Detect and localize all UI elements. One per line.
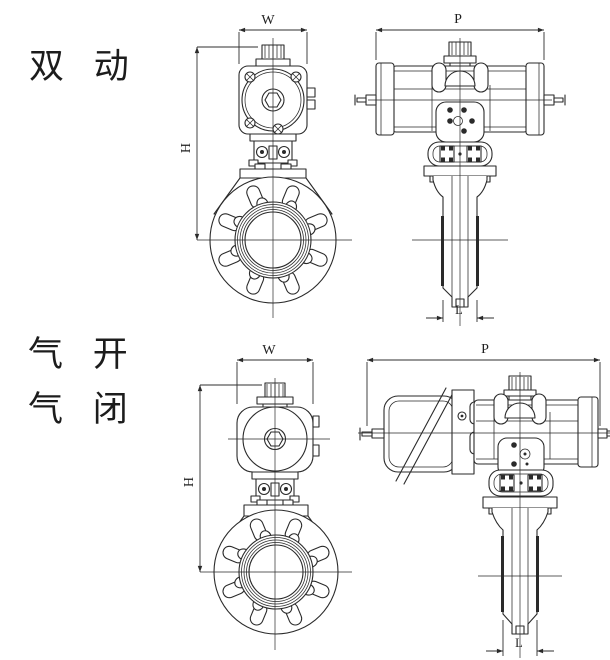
air-open-close-front-view: W H xyxy=(182,343,352,650)
dim-h-bottom: H xyxy=(182,384,262,573)
double-acting-front-view: W H xyxy=(179,13,352,318)
dim-label-w-bottom: W xyxy=(262,343,276,358)
dim-label-p-bottom: P xyxy=(481,342,489,357)
air-open-close-side-view: P L xyxy=(358,342,610,658)
dim-label-h-bottom: H xyxy=(182,477,197,487)
dim-label-l-top: L xyxy=(455,303,463,317)
dim-w-bottom: W xyxy=(236,343,314,404)
dim-label-p-top: P xyxy=(454,12,462,27)
double-acting-side-view: P L xyxy=(354,12,566,326)
dim-label-h-top: H xyxy=(179,143,194,153)
dim-label-w-top: W xyxy=(261,13,275,28)
section-label-air-close: 气 闭 xyxy=(28,390,138,429)
dim-w-top: W xyxy=(238,13,308,64)
dim-l-top: L xyxy=(426,300,494,322)
section-label-double-acting: 双 动 xyxy=(29,47,139,86)
dim-p-top: P xyxy=(375,12,545,60)
dim-label-l-bottom: L xyxy=(515,636,523,650)
dim-p-bottom: P xyxy=(366,342,601,426)
dim-l-bottom: L xyxy=(486,620,554,656)
dim-h-top: H xyxy=(179,46,258,241)
section-label-air-open: 气 开 xyxy=(28,335,138,374)
